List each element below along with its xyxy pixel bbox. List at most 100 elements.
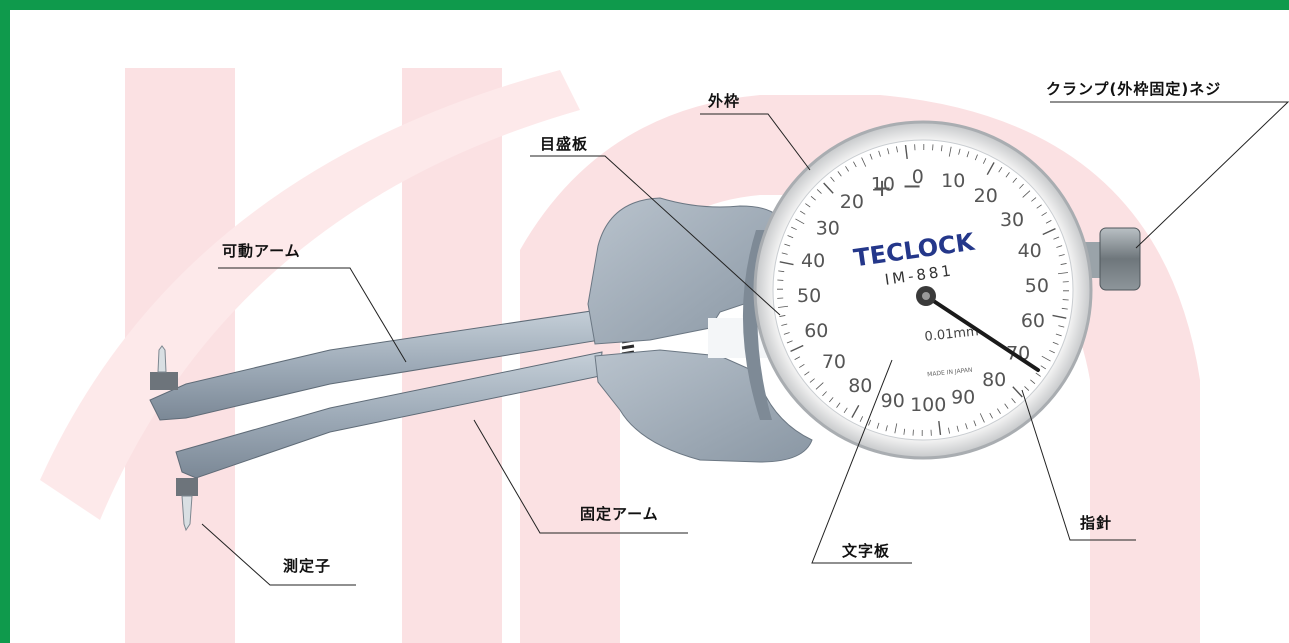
label-contact-point: 測定子 — [283, 557, 332, 575]
scale-tick — [851, 404, 860, 418]
label-movable-arm: 可動アーム — [222, 242, 301, 260]
scale-tick — [836, 402, 841, 408]
scale-tick — [1012, 386, 1023, 398]
pointer-hub-center — [922, 292, 930, 300]
top-bar — [0, 0, 1289, 10]
leader-clamp-screw — [1050, 101, 1289, 249]
leader-scale-plate — [530, 155, 781, 316]
scale-number: 50 — [1025, 275, 1049, 297]
scale-number: 60 — [804, 320, 828, 342]
scale-number: 10 — [871, 173, 895, 195]
left-bar — [0, 0, 10, 643]
scale-tick — [1036, 204, 1042, 209]
label-pointer: 指針 — [1080, 514, 1113, 532]
scale-tick — [810, 195, 816, 201]
scale-tick — [940, 145, 943, 152]
scale-tick — [948, 427, 950, 434]
scale-tick — [781, 323, 788, 326]
scale-tick — [1060, 263, 1067, 265]
scale-tick — [1045, 220, 1052, 224]
plus-sign: + — [872, 174, 892, 202]
scale-tick — [868, 419, 872, 426]
scale-tick — [1052, 314, 1067, 319]
scale-tick — [1004, 403, 1009, 409]
scale-tick — [956, 425, 959, 432]
scale-tick — [1041, 212, 1047, 216]
scale-tick — [1053, 236, 1060, 240]
label-scale-plate: 目盛板 — [540, 135, 589, 153]
leader-pointer — [1021, 389, 1136, 541]
fixed-arm-tip-block — [176, 478, 198, 496]
scale-tick — [1011, 398, 1016, 404]
scale-tick — [998, 166, 1003, 173]
scale-number: 90 — [951, 387, 975, 409]
scale-tick — [997, 408, 1001, 414]
leader-lines — [201, 101, 1289, 586]
scale-number: 40 — [801, 250, 825, 272]
scale-tick — [779, 315, 786, 317]
scale-number: 30 — [816, 217, 840, 239]
scale-tick — [1012, 177, 1018, 183]
scale-number: 20 — [974, 185, 998, 207]
scale-tick — [778, 305, 789, 308]
scale-tick — [794, 356, 801, 360]
scale-number: 30 — [1000, 209, 1024, 231]
label-fixed-arm: 固定アーム — [580, 505, 659, 523]
scale-tick — [828, 397, 834, 403]
bg-curve-left — [40, 70, 580, 520]
scale-number: 80 — [982, 369, 1006, 391]
scale-tick — [781, 252, 788, 255]
label-outer-frame: 外枠 — [708, 92, 741, 110]
scale-tick — [1058, 254, 1065, 257]
scale-tick — [1005, 172, 1010, 178]
scale-tick — [979, 413, 985, 423]
scale-tick — [878, 150, 881, 157]
scale-tick — [786, 340, 793, 344]
scale-tick — [887, 148, 890, 155]
scale-tick — [1042, 227, 1056, 236]
scale-tick — [986, 162, 995, 176]
scale-tick — [805, 203, 811, 208]
leader-movable-arm — [218, 267, 407, 363]
scale-tick — [1056, 245, 1063, 248]
scale-tick — [779, 261, 794, 266]
leader-contact-point — [201, 523, 356, 586]
leader-outer-frame — [700, 113, 811, 171]
leader-fixed-arm — [473, 419, 688, 534]
scale-tick — [822, 391, 827, 397]
minus-sign: − — [902, 172, 922, 200]
scale-tick — [809, 378, 815, 383]
scale-tick — [823, 182, 834, 194]
scale-tick — [778, 270, 785, 273]
scale-tick — [861, 157, 867, 167]
scale-number: 20 — [840, 191, 864, 213]
scale-tick — [815, 382, 824, 390]
scale-number: 0 — [912, 166, 924, 188]
scale-tick — [876, 422, 880, 429]
scale-tick — [859, 416, 864, 422]
leader-dial-face — [811, 359, 912, 564]
scale-tick — [948, 146, 952, 157]
scale-tick — [799, 364, 805, 368]
scale-tick — [1052, 341, 1059, 345]
scale-tick — [795, 218, 805, 225]
scale-tick — [885, 425, 888, 432]
scale-tick — [1040, 365, 1047, 370]
pointer-needle — [924, 294, 1040, 372]
clamp-screw-knurl — [1099, 227, 1141, 291]
scale-tick — [1035, 372, 1041, 377]
scale-ticks — [777, 144, 1069, 436]
scale-tick — [1058, 325, 1065, 328]
scale-tick — [804, 371, 810, 376]
label-clamp-screw: クランプ(外枠固定)ネジ — [1046, 80, 1222, 98]
scale-tick — [1031, 197, 1037, 202]
scale-tick — [966, 151, 970, 158]
spring-coil — [621, 344, 635, 350]
scale-tick — [816, 189, 822, 194]
movable-arm-tip-block — [150, 372, 178, 390]
scale-number: 50 — [797, 285, 821, 307]
